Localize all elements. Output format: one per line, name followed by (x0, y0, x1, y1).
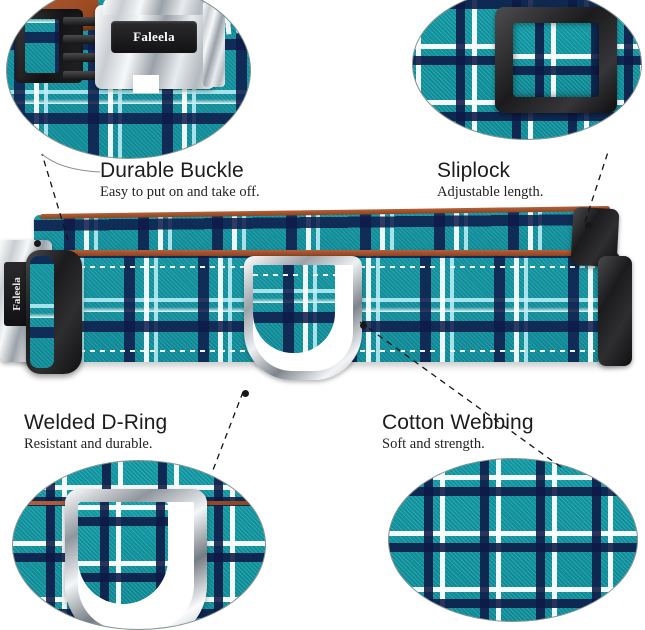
leader-anchor-dot-sliplock (585, 222, 592, 229)
buckle-ladder-bar (63, 53, 113, 62)
strap-inside-d-ring (253, 265, 335, 353)
leather-edge-front (24, 250, 616, 256)
feature-title: Welded D-Ring (24, 411, 168, 434)
chrome-buckle-lip (103, 0, 215, 15)
buckle-ladder-bar (63, 71, 113, 80)
callout-durable-buckle: Durable Buckle Easy to put on and take o… (100, 159, 260, 201)
buckle-ladder-bar (63, 17, 113, 26)
plaid-fill (389, 459, 637, 621)
callout-welded-d-ring: Welded D-Ring Resistant and durable. (24, 411, 168, 453)
detail-oval-sliplock (412, 0, 642, 140)
collar-buckle-brand-plate: Faleela (4, 262, 30, 326)
detail-oval-durable-buckle: Faleela (6, 0, 251, 159)
detail-oval-cotton-webbing (388, 458, 638, 622)
feature-title: Durable Buckle (100, 159, 244, 182)
buckle-ladder-bar (63, 35, 113, 44)
callout-sliplock: Sliplock Adjustable length. (437, 159, 544, 201)
leader-anchor-dot-buckle (34, 240, 41, 247)
brand-plate-text: Faleela (133, 29, 175, 44)
feature-subtitle: Resistant and durable. (24, 436, 153, 453)
strap-through-prong (25, 19, 59, 73)
callout-cotton-webbing: Cotton Webbing Soft and strength. (382, 411, 534, 453)
feature-title: Sliplock (437, 159, 511, 182)
feature-title: Cotton Webbing (382, 411, 534, 434)
leader-anchor-dot-webbing (360, 322, 367, 329)
strap-behind-sleeve (30, 256, 54, 368)
main-product-photo: Faleela (0, 200, 645, 405)
collar-black-end-tip-lower (598, 256, 632, 366)
buckle-notch (133, 75, 159, 93)
strap-inside-d-ring-detail (78, 502, 168, 604)
detail-oval-welded-d-ring (12, 460, 266, 630)
sliplock-window (513, 23, 599, 97)
brand-plate: Faleela (111, 21, 197, 53)
leader-anchor-dot-dring (242, 390, 249, 397)
feature-subtitle: Easy to put on and take off. (100, 184, 260, 201)
feature-subtitle: Adjustable length. (437, 184, 544, 201)
collar-buckle-brand-text: Faleela (11, 277, 24, 311)
feature-subtitle: Soft and strength. (382, 436, 485, 453)
chrome-buckle-tongue (203, 1, 225, 87)
stitch-line-d-ring (253, 274, 335, 276)
